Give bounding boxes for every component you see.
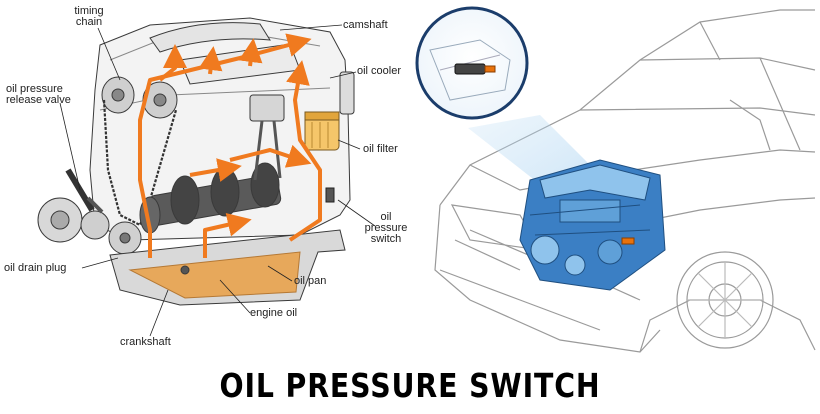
oil-filter-shape [304,111,340,151]
oil-pressure-switch-closeup [454,63,486,75]
leader-lines [59,24,376,337]
label-engine-oil: engine oil [250,307,298,319]
page-title: OIL PRESSURE SWITCH [219,366,601,405]
oil-pan-shape [109,229,346,306]
label-camshaft: camshaft [343,19,388,31]
label-oil-filter: oil filter [363,143,398,155]
engine-in-car [519,159,666,291]
label-crankshaft: crankshaft [120,336,171,348]
label-oil-drain-plug: oil drain plug [4,262,67,274]
magnifier-lens [415,6,529,120]
label-oil-pan: oil pan [294,275,327,287]
label-oil-cooler: oil cooler [357,65,402,77]
engine-cutaway [37,17,355,306]
car-outline [434,9,816,353]
oil-flow-arrows [138,33,322,258]
